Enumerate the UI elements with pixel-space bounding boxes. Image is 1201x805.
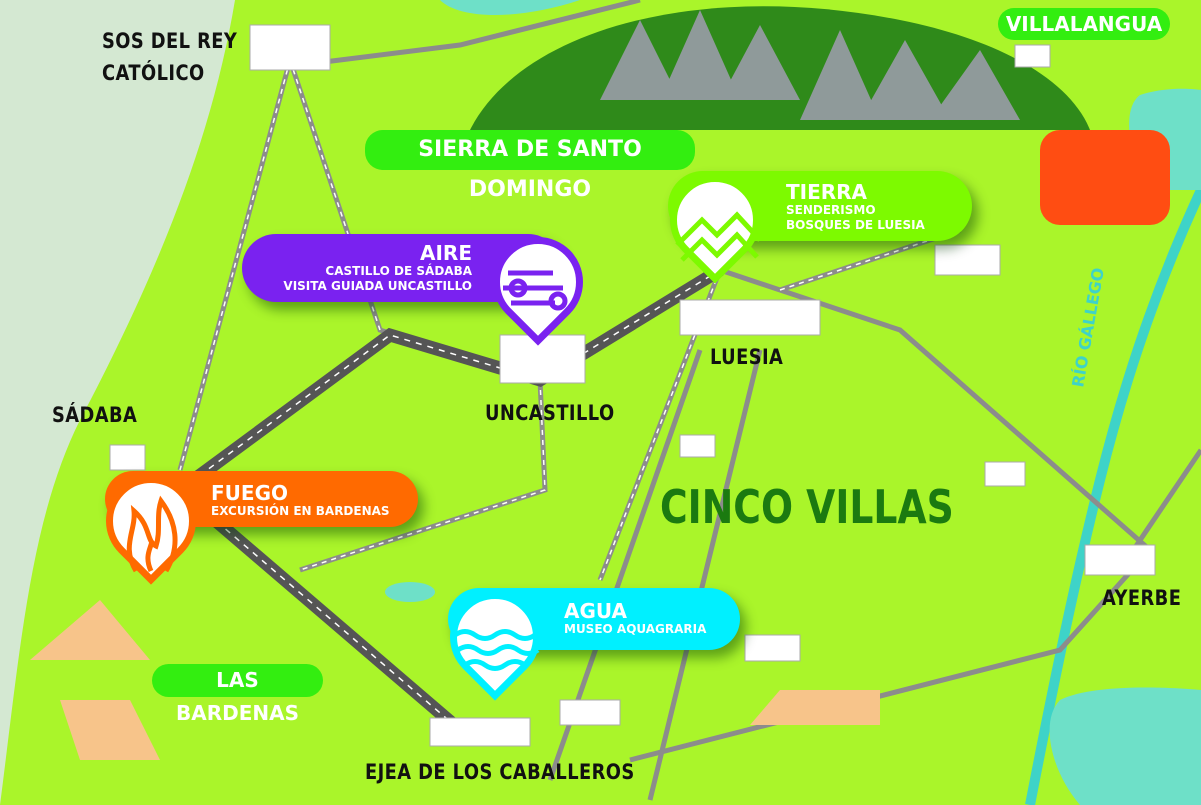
town-ejea: EJEA DE LOS CABALLEROS [365, 760, 635, 784]
activity-title: AGUA [564, 599, 627, 623]
activity-title: TIERRA [786, 180, 868, 204]
town-sos-del-rey-catolico: SOS DEL REY CATÓLICO [102, 26, 237, 89]
mountains [600, 10, 1020, 120]
town-luesia: LUESIA [710, 345, 784, 369]
river-label: RÍO GÁLLEGO [1068, 266, 1108, 388]
town-uncastillo: UNCASTILLO [485, 401, 615, 425]
activity-line: MUSEO AQUAGRARIA [564, 622, 707, 636]
activity-line: CASTILLO DE SÁDABA [325, 264, 472, 278]
waves-icon [453, 629, 540, 671]
tag-bardenas: LAS BARDENAS [152, 664, 323, 725]
sea-area [0, 0, 235, 805]
town-sadaba: SÁDABA [52, 403, 138, 427]
wind-icon [503, 270, 568, 311]
activity-line: SENDERISMO [786, 203, 876, 217]
activity-line: EXCURSIÓN EN BARDENAS [211, 504, 390, 518]
activity-line: VISITA GUIADA UNCASTILLO [283, 279, 472, 293]
town-label: SOS DEL REY [102, 29, 238, 53]
red-rocks [1040, 130, 1170, 225]
activity-title: AIRE [420, 241, 472, 265]
river [1025, 187, 1201, 805]
region-title: CINCO VILLAS [660, 480, 954, 534]
activity-title: FUEGO [211, 481, 288, 505]
lake [1049, 687, 1201, 805]
town-label: CATÓLICO [102, 60, 205, 85]
tag-villalangua: VILLALANGUA [998, 8, 1170, 40]
flame-icon [126, 495, 178, 573]
tag-sierra: SIERRA DE SANTO DOMINGO [365, 130, 695, 202]
bardenas-hills [30, 600, 880, 760]
mountains-icon [675, 211, 762, 262]
activity-line: BOSQUES DE LUESIA [786, 218, 925, 232]
villages [109, 24, 1156, 747]
town-ayerbe: AYERBE [1102, 586, 1182, 610]
